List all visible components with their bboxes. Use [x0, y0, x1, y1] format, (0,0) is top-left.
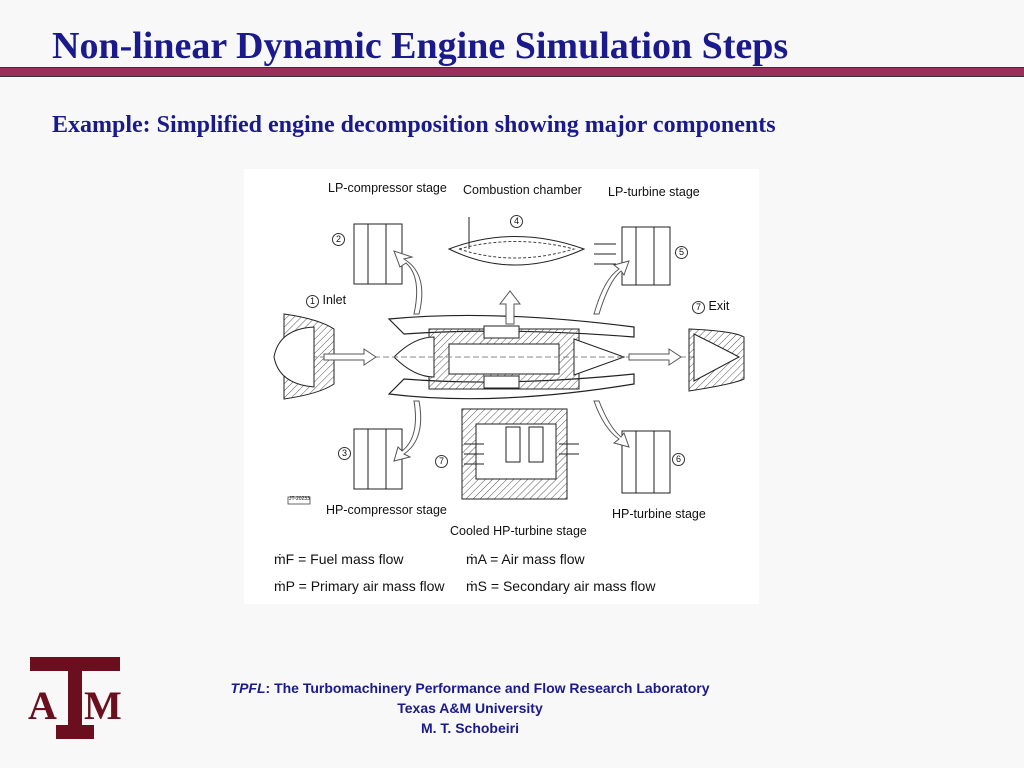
title-divider [0, 67, 1024, 77]
engine-diagram [273, 217, 745, 505]
label-combustion-chamber: Combustion chamber [463, 183, 582, 197]
lp-turbine-stage-drawing [621, 226, 671, 286]
label-lp-turbine: LP-turbine stage [608, 185, 700, 199]
exit-component [688, 328, 745, 392]
legend-secondary-air-mass-flow: ṁS = Secondary air mass flow [466, 578, 656, 594]
legend-primary-air-mass-flow: ṁP = Primary air mass flow [274, 578, 445, 594]
engine-decomposition-figure: LP-compressor stage Combustion chamber L… [244, 169, 759, 604]
legend-fuel-mass-flow: ṁF = Fuel mass flow [274, 551, 404, 567]
slide-title: Non-linear Dynamic Engine Simulation Ste… [52, 25, 789, 67]
cooled-hp-turbine-drawing [461, 408, 568, 500]
circled-number-5: 5 [675, 246, 688, 259]
exit-text: Exit [708, 299, 730, 313]
label-hp-turbine: HP-turbine stage [612, 507, 706, 521]
diagram-tag-box [287, 496, 311, 505]
footer-author: M. T. Schobeiri [420, 720, 519, 736]
logo-letter-a: A [28, 683, 57, 728]
stage-flow-markers [464, 243, 616, 465]
texas-am-logo: A M [28, 655, 122, 746]
circled-number-4: 4 [510, 215, 523, 228]
circled-number-7: 7 [435, 455, 448, 468]
circled-number: 7 [692, 301, 705, 314]
circled-number-3: 3 [338, 447, 351, 460]
circled-number-6: 6 [672, 453, 685, 466]
inlet-text: Inlet [322, 293, 347, 307]
slide-subtitle: Example: Simplified engine decomposition… [52, 112, 776, 138]
label-lp-compressor: LP-compressor stage [328, 181, 447, 195]
label-cooled-hp-turbine: Cooled HP-turbine stage [450, 524, 587, 538]
diagram-tag: JT-20233 [289, 496, 310, 502]
combustion-chamber-drawing [447, 217, 586, 266]
label-hp-compressor: HP-compressor stage [326, 503, 447, 517]
circled-number: 1 [306, 295, 319, 308]
footer-lab-name: : The Turbomachinery Performance and Flo… [265, 680, 710, 696]
flow-arrows [323, 250, 682, 462]
label-inlet: 1 Inlet [306, 293, 346, 308]
logo-letter-m: M [84, 683, 122, 728]
label-exit: 7 Exit [692, 299, 729, 314]
footer-lab-line: TPFL: The Turbomachinery Performance and… [0, 680, 940, 696]
hp-compressor-stage-drawing [353, 428, 403, 490]
atm-logo-mark: A M [28, 657, 122, 739]
inlet-component [273, 313, 335, 400]
legend-air-mass-flow: ṁA = Air mass flow [466, 551, 585, 567]
circled-number-2: 2 [332, 233, 345, 246]
hp-turbine-stage-drawing [621, 430, 671, 494]
footer-lab-abbrev: TPFL [230, 680, 266, 696]
footer-university: Texas A&M University [397, 700, 543, 716]
